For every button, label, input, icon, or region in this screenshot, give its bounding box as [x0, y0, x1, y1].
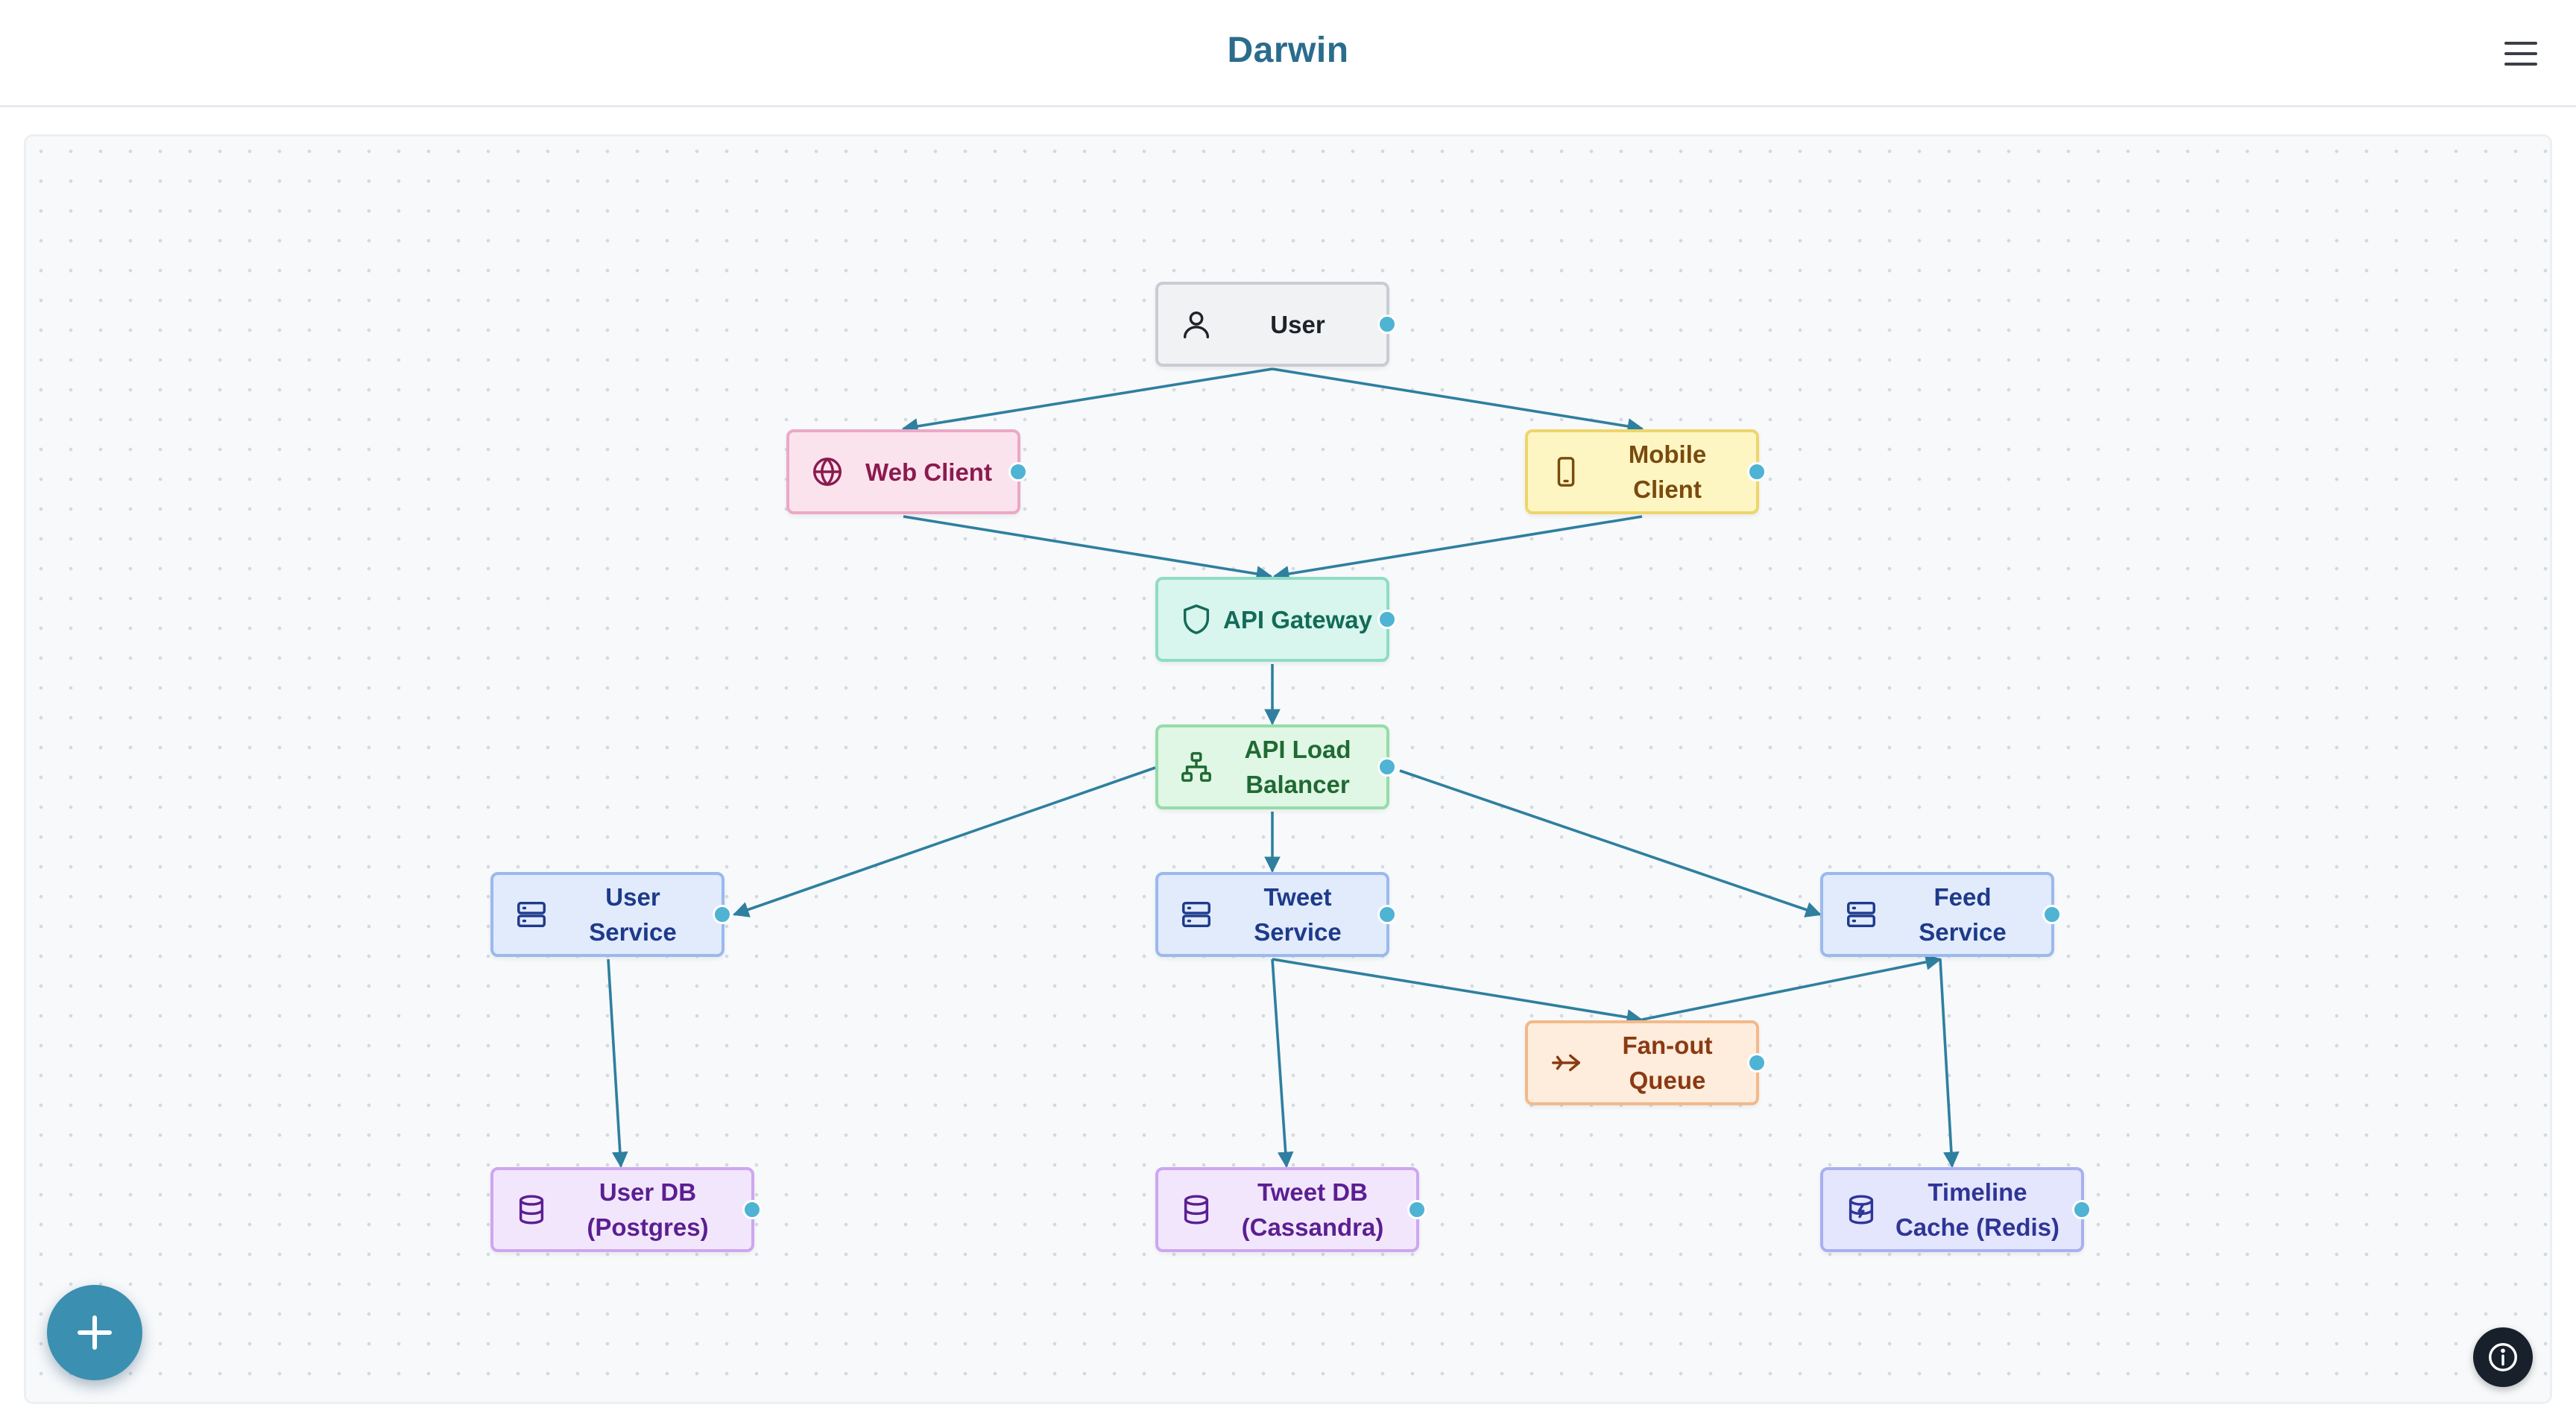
node-label: Fan-out Queue: [1622, 1031, 1713, 1094]
node-user-service[interactable]: User Service: [490, 872, 732, 957]
connection-handle[interactable]: [1407, 1200, 1427, 1219]
server-icon: [1843, 896, 1880, 933]
node-label: Tweet Service: [1254, 883, 1342, 946]
plus-icon: [78, 1315, 112, 1350]
connection-handle[interactable]: [2072, 1200, 2092, 1219]
user-icon: [1178, 306, 1215, 343]
node-fan-out-queue[interactable]: Fan-out Queue: [1525, 1020, 1767, 1105]
connection-handle[interactable]: [1008, 462, 1028, 481]
hamburger-menu-icon: [2504, 42, 2537, 66]
globe-icon: [809, 453, 846, 490]
shield-icon: [1178, 601, 1215, 638]
connection-handle[interactable]: [1377, 757, 1397, 777]
connection-handle[interactable]: [1747, 1053, 1767, 1072]
connection-handle[interactable]: [713, 905, 732, 924]
server-icon: [1178, 896, 1215, 933]
cache-database-icon: [1843, 1191, 1880, 1228]
node-user-db[interactable]: User DB (Postgres): [490, 1167, 762, 1252]
node-label: Web Client: [865, 458, 992, 486]
app-title: Darwin: [1227, 31, 1349, 70]
network-icon: [1178, 748, 1215, 786]
node-api-load-balancer[interactable]: API Load Balancer: [1155, 724, 1397, 809]
database-icon: [1178, 1191, 1215, 1228]
node-label: API Gateway: [1223, 605, 1372, 634]
node-label: Timeline Cache (Redis): [1895, 1178, 2060, 1241]
node-user[interactable]: User: [1155, 282, 1397, 367]
connection-handle[interactable]: [1377, 610, 1397, 629]
node-label: User Service: [589, 883, 677, 946]
node-label: Mobile Client: [1628, 440, 1707, 503]
node-timeline-cache[interactable]: Timeline Cache (Redis): [1820, 1167, 2092, 1252]
menu-button[interactable]: [2498, 33, 2543, 75]
database-icon: [513, 1191, 550, 1228]
info-button[interactable]: [2473, 1327, 2533, 1387]
connection-handle[interactable]: [2042, 905, 2062, 924]
smartphone-icon: [1547, 453, 1585, 490]
info-icon: [2489, 1343, 2517, 1371]
app-header: Darwin: [0, 0, 2576, 107]
node-mobile-client[interactable]: Mobile Client: [1525, 429, 1767, 514]
node-tweet-db[interactable]: Tweet DB (Cassandra): [1155, 1167, 1427, 1252]
node-label: Tweet DB (Cassandra): [1241, 1178, 1384, 1241]
connection-handle[interactable]: [1377, 315, 1397, 334]
connection-handle[interactable]: [1747, 462, 1767, 481]
add-node-button[interactable]: [47, 1285, 142, 1380]
node-feed-service[interactable]: Feed Service: [1820, 872, 2062, 957]
node-label: User: [1270, 310, 1325, 338]
queue-arrow-icon: [1547, 1044, 1585, 1081]
node-label: User DB (Postgres): [587, 1178, 709, 1241]
server-icon: [513, 896, 550, 933]
node-api-gateway[interactable]: API Gateway: [1155, 577, 1397, 662]
node-label: Feed Service: [1919, 883, 2007, 946]
node-tweet-service[interactable]: Tweet Service: [1155, 872, 1397, 957]
connection-handle[interactable]: [1377, 905, 1397, 924]
node-label: API Load Balancer: [1244, 736, 1351, 798]
connection-handle[interactable]: [742, 1200, 762, 1219]
node-web-client[interactable]: Web Client: [786, 429, 1028, 514]
